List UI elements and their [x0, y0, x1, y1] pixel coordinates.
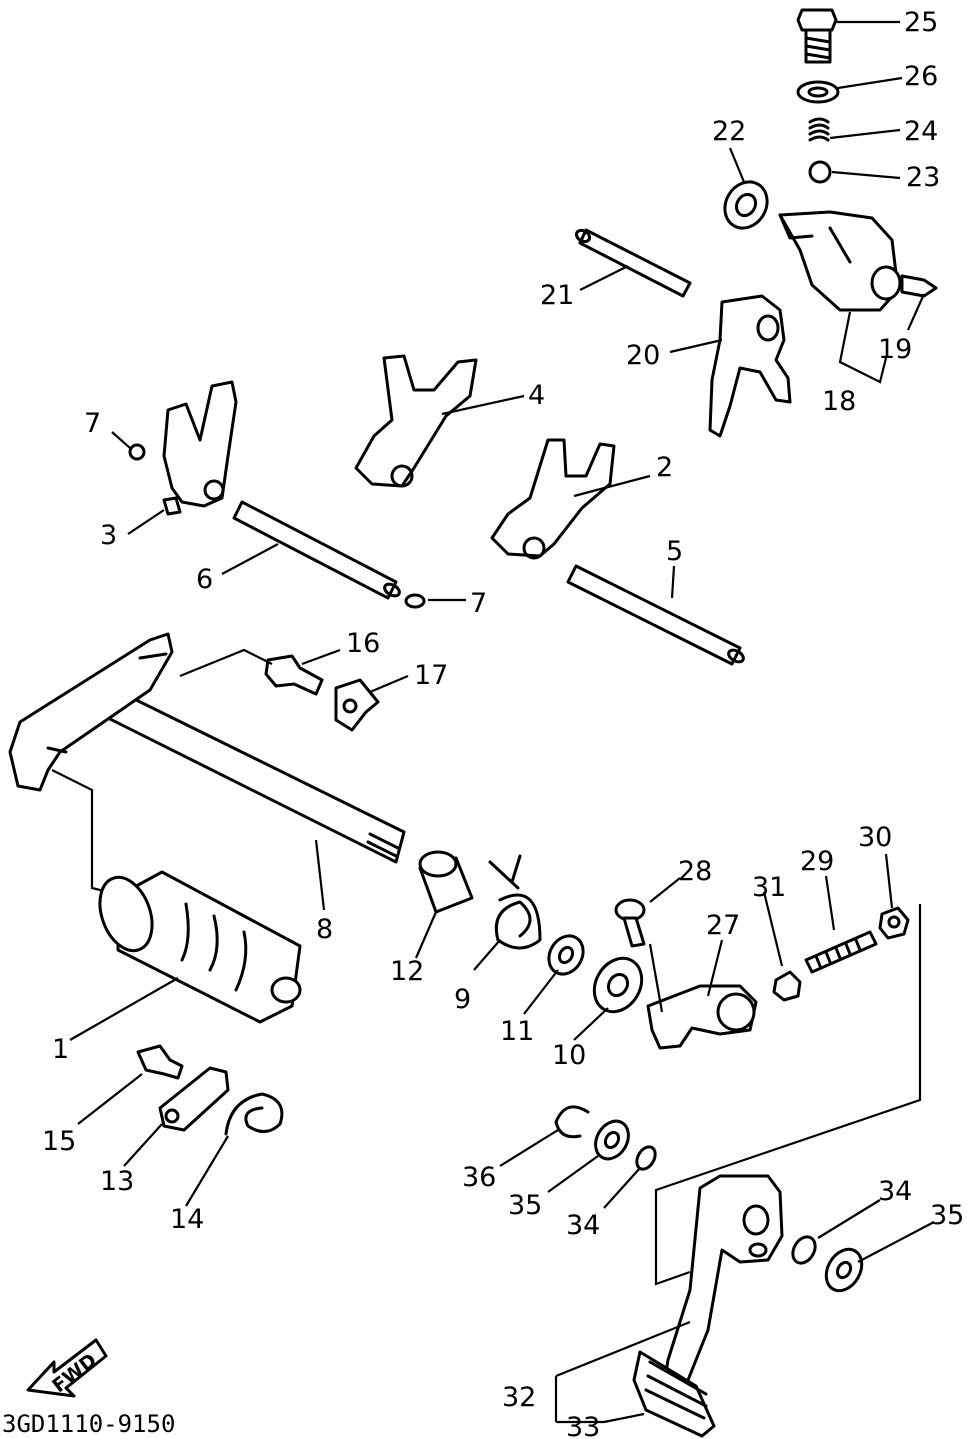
- callout-7-bottom: 7: [470, 588, 487, 619]
- part-nut-30: [878, 906, 910, 940]
- callout-33: 33: [566, 1412, 600, 1439]
- part-circlip-7-top: [128, 443, 146, 461]
- callout-10: 10: [552, 1040, 586, 1071]
- callout-21: 21: [540, 280, 574, 311]
- callout-31: 31: [752, 872, 786, 903]
- part-shift-fork-4: [354, 354, 478, 488]
- part-segment-13: [158, 1066, 230, 1132]
- callout-15: 15: [42, 1126, 76, 1157]
- part-pin-19: [900, 274, 938, 298]
- callout-20: 20: [626, 340, 660, 371]
- part-spring-14: [224, 1092, 284, 1136]
- leader-lines: [69, 20, 935, 1424]
- callout-9: 9: [454, 984, 471, 1015]
- callout-8: 8: [316, 914, 333, 945]
- callout-34-left: 34: [566, 1210, 600, 1241]
- part-pedal-rubber-33: [632, 1350, 716, 1438]
- part-shift-drum-1: [98, 870, 302, 1024]
- callout-28: 28: [678, 856, 712, 887]
- drawing-code: 3GD1110-9150: [2, 1410, 175, 1438]
- callout-11: 11: [500, 1016, 534, 1047]
- part-torsion-spring-9: [488, 854, 542, 950]
- part-spring-24: [808, 117, 830, 142]
- callout-19: 19: [878, 334, 912, 365]
- part-guide-bar-6: [232, 500, 401, 600]
- part-washer-26: [796, 80, 840, 104]
- callout-1: 1: [52, 1034, 69, 1065]
- callout-35-right: 35: [930, 1200, 964, 1231]
- leader-shaft-to-drum: [51, 769, 109, 894]
- callout-22: 22: [712, 116, 746, 147]
- callout-16: 16: [346, 628, 380, 659]
- callout-5: 5: [666, 536, 683, 567]
- part-guide-bar-21: [574, 228, 692, 298]
- part-washer-11: [547, 934, 585, 976]
- part-stopper-assembly-18: [778, 210, 902, 312]
- part-bolt-15: [136, 1044, 184, 1080]
- part-shift-fork-3: [162, 380, 238, 516]
- part-bolt-16: [264, 654, 324, 696]
- fwd-direction-arrow: FWD: [26, 1338, 108, 1398]
- callout-14: 14: [170, 1204, 204, 1235]
- callout-27: 27: [706, 910, 740, 941]
- part-circlip-36: [554, 1105, 590, 1139]
- callout-23: 23: [906, 162, 940, 193]
- callout-17: 17: [414, 660, 448, 691]
- part-oil-seal-22: [723, 180, 769, 230]
- part-oring-34-right: [791, 1235, 817, 1265]
- leader-16-bracket: [179, 648, 273, 678]
- part-plate-17: [334, 678, 380, 732]
- callout-24: 24: [904, 116, 938, 147]
- callout-labels: 25 26 24 22 23 21 20 19 18 4 7 2 3 6 5 7…: [42, 7, 964, 1439]
- callout-13: 13: [100, 1166, 134, 1197]
- part-collar-12: [418, 850, 474, 914]
- callout-12: 12: [390, 956, 424, 987]
- callout-6: 6: [196, 564, 213, 595]
- callout-7-top: 7: [84, 408, 101, 439]
- callout-29: 29: [800, 846, 834, 877]
- callout-4: 4: [528, 380, 545, 411]
- callout-34-right: 34: [878, 1176, 912, 1207]
- part-guide-bar-5: [566, 564, 745, 666]
- callout-26: 26: [904, 61, 938, 92]
- callout-36: 36: [462, 1162, 496, 1193]
- part-bolt-25: [796, 8, 838, 64]
- leader-27-to-pedal: [654, 904, 922, 1286]
- callout-25: 25: [904, 7, 938, 38]
- part-washer-35-left: [594, 1119, 630, 1161]
- callout-32: 32: [502, 1382, 536, 1413]
- callout-3: 3: [100, 520, 117, 551]
- part-ball-23: [808, 160, 832, 184]
- callout-35-left: 35: [508, 1190, 542, 1221]
- part-shift-fork-20: [708, 294, 792, 438]
- callout-30: 30: [858, 822, 892, 853]
- part-shift-arm-27: [646, 984, 758, 1050]
- part-washer-35-right: [824, 1247, 864, 1293]
- part-shift-rod-29: [804, 930, 878, 974]
- part-oil-seal-10: [592, 956, 644, 1014]
- part-nut-31: [772, 970, 802, 1002]
- callout-18: 18: [822, 386, 856, 417]
- part-circlip-7-bottom: [404, 593, 426, 609]
- callout-2: 2: [656, 452, 673, 483]
- part-shift-shaft-8: [8, 632, 406, 864]
- part-shift-fork-2: [490, 438, 616, 560]
- part-oring-34-left: [635, 1145, 657, 1171]
- part-bolt-28: [614, 898, 646, 948]
